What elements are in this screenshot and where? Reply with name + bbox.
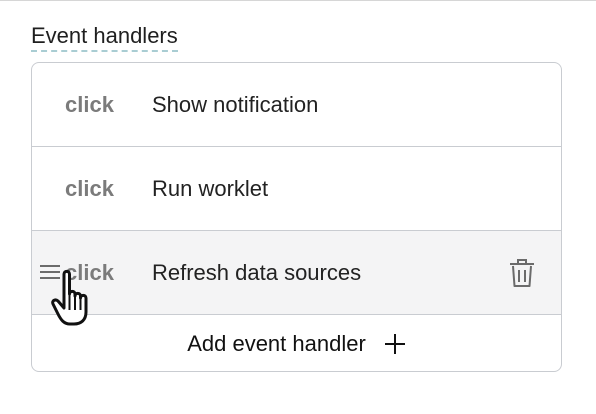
- event-name: click: [65, 175, 114, 201]
- event-handlers-list: click Show notification click Run workle…: [31, 62, 562, 372]
- event-handler-row-hovered[interactable]: click Refresh data sources: [32, 231, 561, 315]
- handler-action: Show notification: [152, 91, 319, 117]
- drag-handle-icon[interactable]: [40, 264, 60, 280]
- event-name: click: [65, 259, 114, 285]
- handler-action: Refresh data sources: [152, 259, 362, 285]
- event-handler-row[interactable]: click Run worklet: [32, 147, 561, 231]
- add-event-handler-button[interactable]: Add event handler: [32, 315, 561, 371]
- event-handler-row[interactable]: click Show notification: [32, 63, 561, 147]
- plus-icon: [384, 334, 405, 354]
- section-title: Event handlers: [31, 22, 178, 52]
- event-name: click: [65, 91, 114, 117]
- trash-icon[interactable]: [509, 258, 535, 288]
- handler-action: Run worklet: [152, 175, 269, 201]
- add-event-handler-label: Add event handler: [187, 331, 366, 356]
- top-divider: [0, 0, 596, 1]
